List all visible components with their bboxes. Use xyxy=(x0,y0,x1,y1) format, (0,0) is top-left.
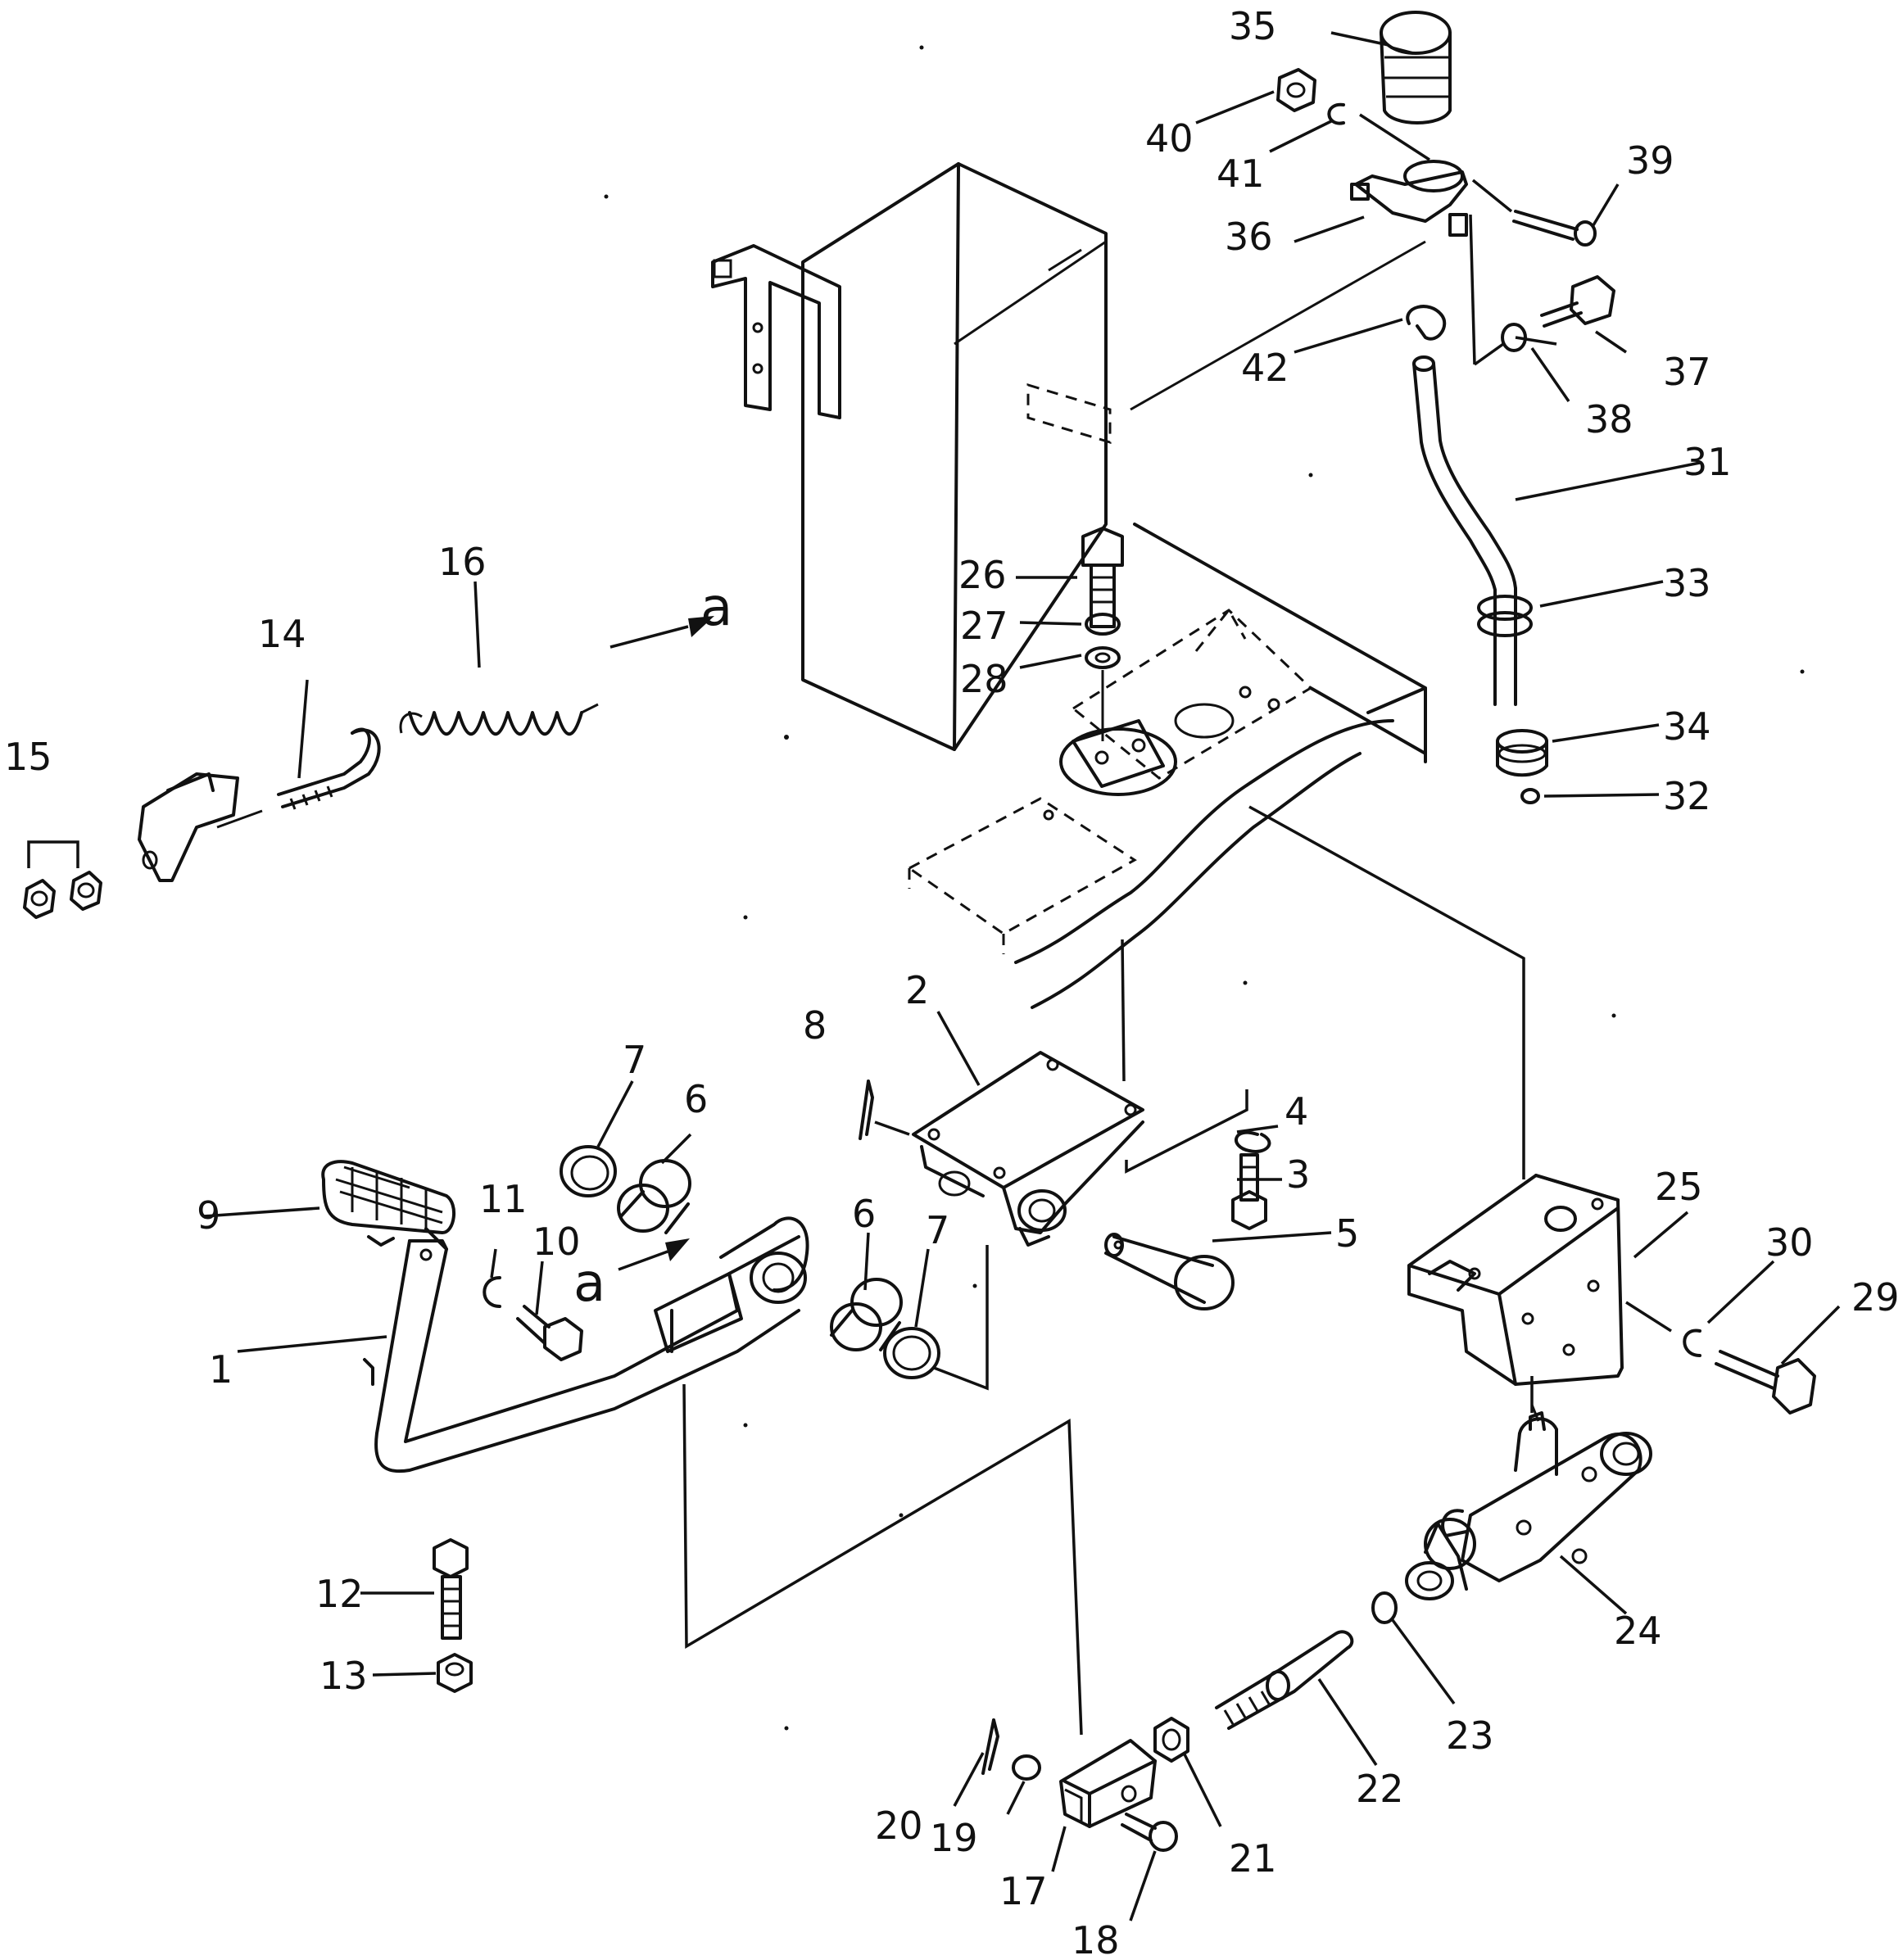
clevis-bracket xyxy=(138,772,239,882)
bolt-3 xyxy=(1231,1153,1267,1230)
ring-7-upper xyxy=(560,1145,617,1197)
ring-7-lower xyxy=(883,1327,940,1379)
callout-16: 16 xyxy=(438,540,487,584)
callout-labels: 1 2 3 4 5 6 6 7 7 8 9 10 11 12 13 14 15 … xyxy=(4,4,1900,1960)
callout-42: 42 xyxy=(1241,346,1289,390)
washer-28 xyxy=(1085,646,1121,669)
callout-24: 24 xyxy=(1614,1609,1662,1653)
pipe-31 xyxy=(1412,355,1517,706)
clip-32 xyxy=(1520,788,1540,804)
cotter-pin-20 xyxy=(981,1718,999,1775)
callout-36: 36 xyxy=(1225,215,1273,259)
leader-lines xyxy=(27,31,1841,1922)
callout-11: 11 xyxy=(479,1177,528,1221)
callout-7-lower: 7 xyxy=(926,1208,949,1252)
scan-specks xyxy=(604,45,1805,1731)
snap-ring-30 xyxy=(1683,1329,1701,1357)
callout-15: 15 xyxy=(4,735,52,779)
pedal-lever-1 xyxy=(363,1216,809,1473)
block-25 xyxy=(1407,1174,1624,1386)
callout-20: 20 xyxy=(875,1804,923,1848)
nut-13 xyxy=(437,1653,473,1693)
nut-15a xyxy=(23,879,56,919)
floor-frame xyxy=(907,523,1427,1009)
bolt-10 xyxy=(516,1305,583,1361)
tank-box xyxy=(711,162,1426,751)
grommet-34 xyxy=(1496,729,1548,777)
master-cylinder-24 xyxy=(1405,1404,1652,1600)
pin-5 xyxy=(1104,1233,1235,1310)
bolt-37 xyxy=(1540,275,1615,328)
callout-38: 38 xyxy=(1585,397,1633,441)
nut-21 xyxy=(1153,1717,1189,1763)
washer-4 xyxy=(1235,1130,1271,1153)
sleeve-33 xyxy=(1477,595,1533,637)
snap-ring-11 xyxy=(483,1276,501,1308)
callout-2: 2 xyxy=(905,968,929,1012)
clevis-17 xyxy=(1059,1739,1157,1828)
callout-23: 23 xyxy=(1446,1713,1494,1758)
callout-10: 10 xyxy=(532,1220,581,1264)
callout-14: 14 xyxy=(258,612,306,656)
callout-6-upper: 6 xyxy=(684,1077,708,1121)
callout-5: 5 xyxy=(1335,1211,1359,1256)
callout-27: 27 xyxy=(960,604,1008,648)
callout-13: 13 xyxy=(319,1654,368,1698)
callout-33: 33 xyxy=(1663,561,1711,605)
callout-1: 1 xyxy=(209,1347,233,1392)
callout-39: 39 xyxy=(1626,138,1674,183)
pedal-pad-9 xyxy=(321,1160,456,1247)
nut-40 xyxy=(1276,68,1316,112)
callout-3: 3 xyxy=(1286,1152,1310,1197)
bolt-29 xyxy=(1715,1350,1816,1415)
callout-18: 18 xyxy=(1072,1918,1120,1960)
callout-8: 8 xyxy=(803,1003,827,1048)
bushing-6-upper xyxy=(617,1159,691,1234)
cotter-pin-8 xyxy=(859,1080,874,1140)
rod-14 xyxy=(277,727,381,810)
clamp-42 xyxy=(1406,305,1447,341)
callout-4: 4 xyxy=(1285,1089,1308,1134)
bracket-2 xyxy=(912,1051,1144,1247)
filler-cap-35 xyxy=(1380,11,1452,124)
ref-label-a-lower: a xyxy=(573,1253,605,1314)
callout-26: 26 xyxy=(958,553,1007,597)
spring-16 xyxy=(399,703,599,736)
ref-arrow-upper xyxy=(609,616,714,649)
callout-40: 40 xyxy=(1145,116,1194,161)
snap-ring-41 xyxy=(1327,102,1345,125)
callout-7-upper: 7 xyxy=(623,1038,646,1082)
callout-35: 35 xyxy=(1229,4,1277,48)
callout-41: 41 xyxy=(1217,152,1265,196)
callout-19: 19 xyxy=(930,1816,978,1860)
washer-38 xyxy=(1501,323,1527,352)
washer-19 xyxy=(1012,1754,1041,1781)
callout-21: 21 xyxy=(1229,1836,1277,1881)
callout-9: 9 xyxy=(197,1193,220,1238)
washer-23 xyxy=(1371,1591,1398,1624)
callout-32: 32 xyxy=(1663,774,1711,818)
push-rod-22 xyxy=(1215,1630,1354,1730)
callout-29: 29 xyxy=(1851,1275,1900,1319)
callout-37: 37 xyxy=(1663,350,1711,394)
bolt-18 xyxy=(1121,1813,1178,1852)
callout-6-lower: 6 xyxy=(852,1192,876,1236)
callout-28: 28 xyxy=(960,657,1008,701)
callout-22: 22 xyxy=(1356,1767,1404,1811)
screw-39 xyxy=(1512,210,1597,247)
callout-25: 25 xyxy=(1655,1165,1703,1209)
callout-12: 12 xyxy=(315,1572,364,1616)
nut-15b xyxy=(70,871,102,911)
ref-label-a-upper: a xyxy=(700,577,732,638)
callout-34: 34 xyxy=(1663,704,1711,749)
callout-17: 17 xyxy=(999,1869,1048,1913)
callout-31: 31 xyxy=(1683,440,1732,484)
ref-arrow-lower xyxy=(618,1238,690,1271)
bolt-12 xyxy=(433,1538,469,1640)
bolt-26 xyxy=(1081,527,1124,628)
callout-30: 30 xyxy=(1765,1220,1814,1265)
bracket-36 xyxy=(1350,160,1468,237)
lock-washer-27 xyxy=(1085,613,1121,636)
